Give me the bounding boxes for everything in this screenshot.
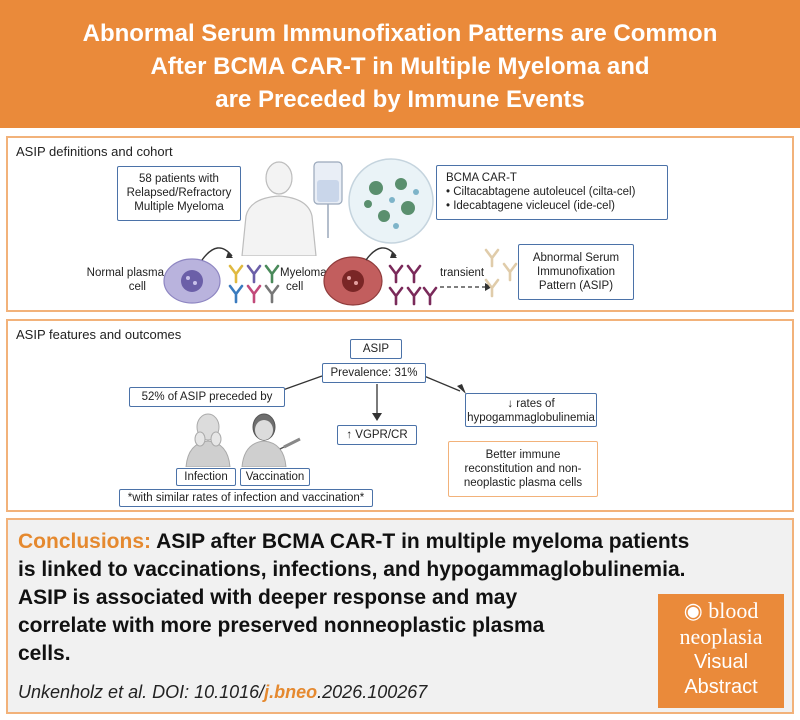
- iv-bag-icon: [313, 161, 343, 238]
- asip-def-line-2: Immunofixation: [537, 266, 615, 278]
- asip-def-line-3: Pattern (ASIP): [538, 280, 614, 292]
- conclusions-line-4: correlate with more preserved nonneoplas…: [18, 614, 545, 637]
- better-line-3: neoplastic plasma cells: [463, 477, 583, 489]
- conclusions-line-1: Conclusions: ASIP after BCMA CAR-T in mu…: [18, 528, 778, 556]
- myeloma-arrow-icon: [365, 247, 397, 261]
- citation-suffix: .2026.100267: [317, 682, 428, 702]
- conclusions-label: Conclusions:: [18, 530, 152, 553]
- citation-journal: j.bneo: [264, 682, 318, 702]
- logo-abstract: Abstract: [684, 676, 758, 698]
- vgpr-label: ↑ VGPR/CR: [346, 429, 408, 441]
- prevalence-box: Prevalence: 31%: [322, 363, 426, 383]
- title-line-3: are Preceded by Immune Events: [215, 86, 585, 113]
- myeloma-label-line-1: Myeloma: [280, 267, 327, 279]
- logo-blood: ◉ blood: [683, 598, 759, 623]
- asip-def-line-1: Abnormal Serum: [532, 252, 620, 264]
- transient-arrow-icon: [440, 283, 492, 291]
- better-line-1: Better immune: [485, 449, 561, 461]
- header-banner: Abnormal Serum Immunofixation Patterns a…: [0, 0, 800, 128]
- title-line-1: Abnormal Serum Immunofixation Patterns a…: [82, 20, 718, 47]
- myeloma-label-line-2: cell: [286, 281, 304, 293]
- logo-blood-text: blood: [708, 598, 759, 623]
- normal-arrow-icon: [201, 247, 233, 261]
- logo-visual: Visual: [693, 651, 749, 673]
- logo-neoplasia: neoplasia: [679, 624, 763, 649]
- hypogamma-line-2: hypogammaglobulinemia: [467, 412, 595, 424]
- normal-label-line-1: Normal plasma: [86, 267, 164, 279]
- features-panel: ASIP features and outcomes ASIP Prevalen…: [6, 319, 794, 512]
- conclusions-text: Conclusions: ASIP after BCMA CAR-T in mu…: [18, 528, 778, 668]
- patient-silhouette-icon: [241, 161, 317, 256]
- car-t-cells-illustration: [348, 158, 434, 244]
- conclusions-line-3: ASIP is associated with deeper response …: [18, 586, 518, 609]
- prevalence-label: Prevalence: 31%: [330, 367, 418, 379]
- vaccination-label: Vaccination: [245, 471, 305, 483]
- better-line-2: reconstitution and non-: [464, 463, 582, 475]
- citation-prefix: Unkenholz et al. DOI: 10.1016/: [18, 682, 265, 702]
- transient-label: transient: [440, 267, 485, 279]
- normal-plasma-cell-label: Normal plasma cell: [78, 266, 164, 294]
- polyclonal-antibodies-icon: [228, 264, 280, 304]
- conclusions-line-5: cells.: [18, 642, 71, 665]
- bcma-cart-box: BCMA CAR-T • Ciltacabtagene autoleucel (…: [436, 165, 668, 220]
- preceded-by-box: 52% of ASIP preceded by: [129, 387, 285, 407]
- ide-cel-item: • Idecabtagene vicleucel (ide-cel): [446, 200, 615, 212]
- infection-person-icon: [185, 413, 231, 467]
- monoclonal-antibodies-icon: [388, 264, 438, 306]
- preceded-by-label: 52% of ASIP preceded by: [141, 391, 273, 403]
- conclusions-line-2: is linked to vaccinations, infections, a…: [18, 558, 686, 581]
- blood-neoplasia-logo: ◉ blood neoplasia Visual Abstract: [658, 594, 784, 708]
- definitions-panel: ASIP definitions and cohort 58 patients …: [6, 136, 794, 312]
- myeloma-cell-icon: [323, 256, 383, 306]
- infection-box: Infection: [176, 468, 236, 486]
- asip-box: ASIP: [350, 339, 402, 359]
- vgpr-box: ↑ VGPR/CR: [337, 425, 417, 445]
- similar-rates-box: *with similar rates of infection and vac…: [119, 489, 373, 507]
- cohort-line-3: Multiple Myeloma: [134, 201, 224, 213]
- cilta-cel-item: • Ciltacabtagene autoleucel (cilta-cel): [446, 186, 636, 198]
- title-line-2: After BCMA CAR-T in Multiple Myeloma and: [150, 53, 650, 80]
- myeloma-cell-label: Myeloma cell: [280, 266, 327, 294]
- bcma-cart-title: BCMA CAR-T: [446, 172, 517, 184]
- hypogamma-box: ↓ rates of hypogammaglobulinemia: [465, 393, 597, 427]
- asip-antibodies-icon: [484, 248, 518, 298]
- definitions-panel-title: ASIP definitions and cohort: [16, 144, 173, 159]
- asip-label: ASIP: [362, 343, 390, 355]
- normal-label-line-2: cell: [128, 281, 146, 293]
- similar-rates-label: *with similar rates of infection and vac…: [127, 492, 365, 504]
- outcome-arrows: [272, 375, 466, 421]
- hypogamma-line-1: ↓ rates of: [507, 398, 555, 410]
- cohort-line-2: Relapsed/Refractory: [126, 187, 232, 199]
- asip-definition-box: Abnormal Serum Immunofixation Pattern (A…: [518, 244, 634, 300]
- cohort-box: 58 patients with Relapsed/Refractory Mul…: [117, 166, 241, 221]
- vaccination-box: Vaccination: [240, 468, 310, 486]
- normal-plasma-cell-icon: [163, 258, 221, 304]
- infection-label: Infection: [184, 471, 228, 483]
- conclusions-text-1: ASIP after BCMA CAR-T in multiple myelom…: [151, 530, 690, 553]
- better-reconstitution-box: Better immune reconstitution and non- ne…: [448, 441, 598, 497]
- features-panel-title: ASIP features and outcomes: [16, 327, 182, 342]
- vaccination-person-icon: [241, 413, 301, 467]
- citation: Unkenholz et al. DOI: 10.1016/j.bneo.202…: [18, 682, 427, 703]
- cohort-line-1: 58 patients with: [139, 173, 219, 185]
